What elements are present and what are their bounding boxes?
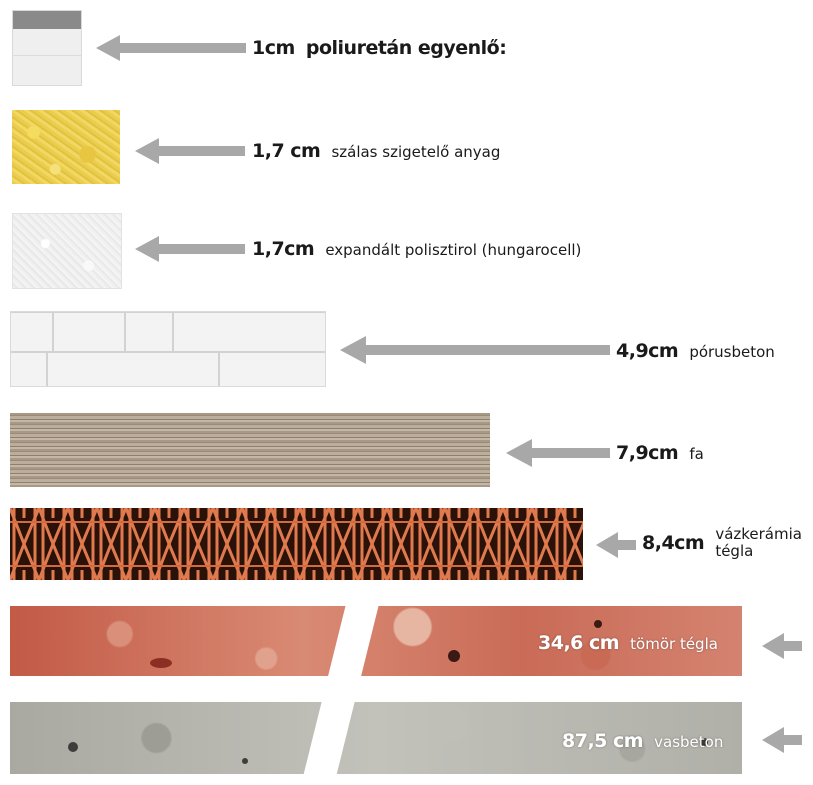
material-name: pórusbeton [689,343,775,361]
left-arrow-icon [96,35,246,61]
layer-label-fiber-insulation: 1,7 cm szálas szigetelő anyag [252,140,500,162]
layer-label-ceramic-brick: 8,4cm vázkerámia tégla [642,526,802,560]
left-arrow-icon [340,336,610,364]
fiber-insulation-swatch [12,110,120,184]
material-name: expandált polisztirol (hungarocell) [325,241,582,259]
polyurethane-swatch [12,10,82,86]
thickness-value: 34,6 cm [538,632,620,654]
left-arrow-icon [506,439,610,467]
wood-swatch [10,413,490,487]
reinforced-concrete-swatch [10,702,742,774]
layer-label-solid-brick: 34,6 cm tömör tégla [538,632,718,654]
ceramic-pattern [10,508,583,580]
left-arrow-icon [135,138,245,164]
thickness-value: 8,4cm [642,532,705,554]
thickness-value: 1,7cm [252,238,315,260]
material-name: poliuretán egyenlő: [305,37,507,59]
aerated-concrete-swatch [10,311,326,387]
material-name-line1: vázkerámia [715,525,802,543]
ceramic-brick-swatch [10,508,583,580]
layer-label-polyurethane: 1cm poliuretán egyenlő: [252,37,507,59]
thickness-value: 87,5 cm [562,730,644,752]
layer-label-wood: 7,9cm fa [616,442,704,464]
left-arrow-icon [762,633,802,659]
break-mark-icon [301,592,382,785]
left-arrow-icon [596,532,636,558]
thickness-value: 4,9cm [616,340,679,362]
thickness-value: 1,7 cm [252,140,321,162]
thickness-value: 7,9cm [616,442,679,464]
material-name-line2: tégla [715,542,754,560]
left-arrow-icon [135,236,245,262]
material-name: vázkerámia tégla [715,526,802,560]
layer-label-eps: 1,7cm expandált polisztirol (hungarocell… [252,238,581,260]
material-name: vasbeton [654,733,724,751]
solid-brick-swatch [10,606,742,676]
left-arrow-icon [762,727,802,753]
thickness-value: 1cm [252,37,295,59]
eps-swatch [12,213,122,289]
material-name: szálas szigetelő anyag [331,143,501,161]
layer-label-reinforced-concrete: 87,5 cm vasbeton [562,730,723,752]
layer-label-aerated-concrete: 4,9cm pórusbeton [616,340,775,362]
material-name: tömör tégla [630,635,718,653]
material-name: fa [689,445,704,463]
